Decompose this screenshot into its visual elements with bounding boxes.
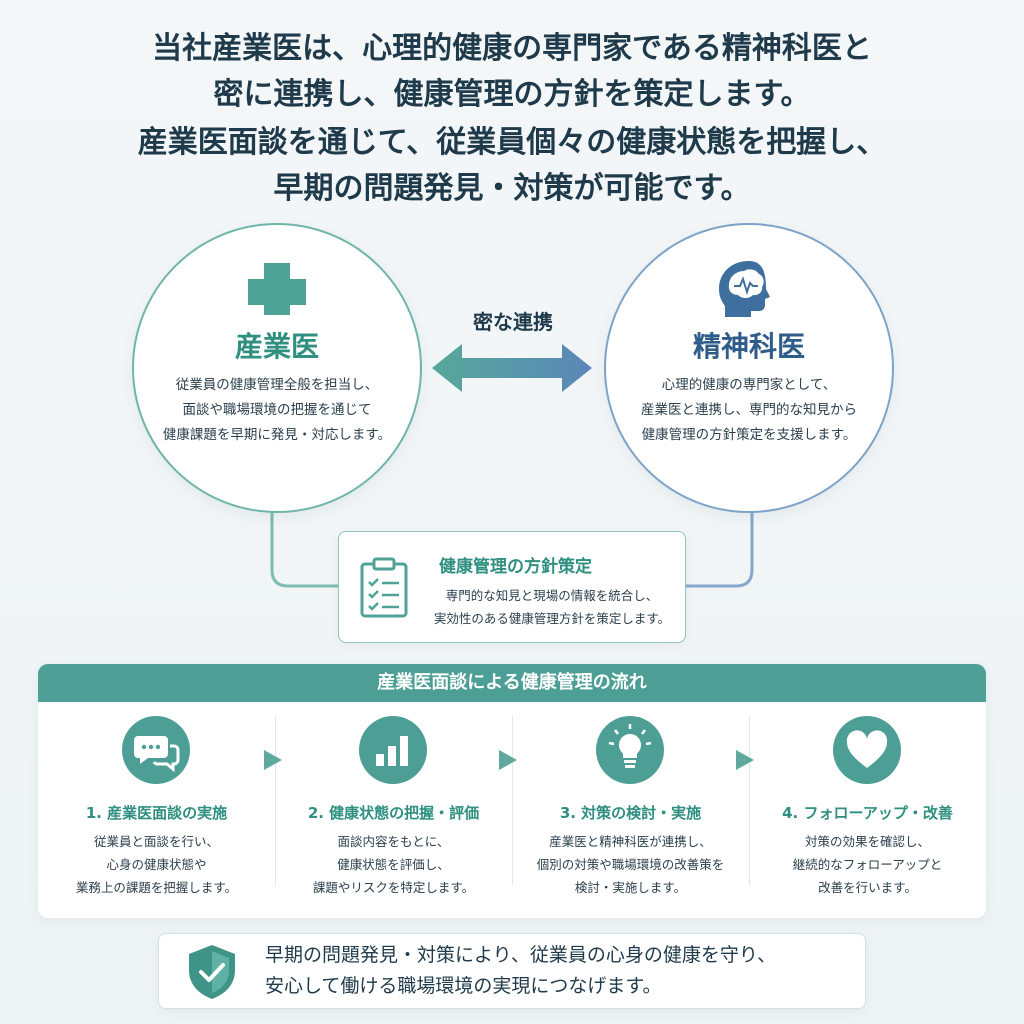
description-line: 実効性のある健康管理方針を策定します。 [433, 611, 671, 626]
step-divider [749, 716, 750, 886]
description-line: 課題やリスクを特定します。 [312, 880, 475, 895]
headline-line: 当社産業医は、心理的健康の専門家である精神科医と [152, 31, 872, 66]
psychiatrist-title: 精神科医 [692, 330, 805, 363]
step-divider [512, 716, 513, 886]
step-description: 対策の効果を確認し、 継続的なフォローアップと 改善を行います。 [749, 830, 986, 899]
description-line: 面談や職場環境の把握を通じて [182, 402, 372, 418]
industrial-doctor-title: 産業医 [234, 330, 319, 363]
description-line: 従業員の健康管理全般を担当し、 [175, 377, 379, 393]
step-description: 従業員と面談を行い、 心身の健康状態や 業務上の課題を把握します。 [38, 830, 275, 899]
flow-panel: 産業医面談による健康管理の流れ 1. 産業医面談の実施 従業員と面談を行い、 心… [38, 664, 986, 918]
flow-title: 産業医面談による健康管理の流れ [38, 664, 986, 702]
medical-cross-icon [134, 259, 420, 317]
headline-block-2: 産業医面談を通じて、従業員個々の健康状態を把握し、 早期の問題発見・対策が可能で… [0, 120, 1024, 212]
step-title: 4. フォローアップ・改善 [782, 804, 953, 822]
triangle-arrow-icon [499, 750, 517, 770]
policy-card: 健康管理の方針策定 専門的な知見と現場の情報を統合し、 実効性のある健康管理方針… [338, 531, 686, 643]
description-line: 継続的なフォローアップと [792, 857, 943, 872]
headline-line: 密に連携し、健康管理の方針を策定します。 [213, 77, 811, 112]
heart-icon [833, 716, 901, 784]
description-line: 業務上の課題を把握します。 [75, 880, 238, 895]
description-line: 検討・実施します。 [574, 880, 687, 895]
lightbulb-icon [596, 716, 664, 784]
description-line: 産業医と連携し、専門的な知見から [641, 402, 857, 418]
policy-description: 専門的な知見と現場の情報を統合し、 実効性のある健康管理方針を策定します。 [427, 584, 677, 630]
description-line: 心理的健康の専門家として、 [661, 377, 837, 393]
step-title: 2. 健康状態の把握・評価 [307, 804, 480, 822]
description-line: 健康状態を評価し、 [337, 857, 450, 872]
step-title: 3. 対策の検討・実施 [559, 804, 702, 822]
description-line: 専門的な知見と現場の情報を統合し、 [445, 588, 659, 603]
bar-chart-icon [359, 716, 427, 784]
description-line: 健康課題を早期に発見・対応します。 [162, 427, 392, 443]
description-line: 改善を行います。 [818, 880, 917, 895]
footer-line: 安心して働ける職場環境の実現につなげます。 [265, 975, 662, 997]
description-line: 産業医と精神科医が連携し、 [549, 834, 712, 849]
head-brain-icon [606, 259, 892, 317]
chat-bubbles-icon [122, 716, 190, 784]
link-label: 密な連携 [473, 310, 553, 334]
headline-line: 早期の問題発見・対策が可能です。 [273, 171, 751, 206]
footer-line: 早期の問題発見・対策により、従業員の心身の健康を守り、 [265, 944, 777, 966]
triangle-arrow-icon [264, 750, 282, 770]
description-line: 面談内容をもとに、 [337, 834, 450, 849]
headline-line: 産業医面談を通じて、従業員個々の健康状態を把握し、 [137, 125, 887, 160]
double-arrow-icon [432, 344, 592, 392]
description-line: 心身の健康状態や [106, 857, 207, 872]
shield-check-icon [185, 942, 239, 1006]
triangle-arrow-icon [736, 750, 754, 770]
footer-text: 早期の問題発見・対策により、従業員の心身の健康を守り、 安心して働ける職場環境の… [265, 940, 776, 1002]
step-divider [275, 716, 276, 886]
psychiatrist-description: 心理的健康の専門家として、 産業医と連携し、専門的な知見から 健康管理の方針策定… [616, 373, 882, 448]
footer-note: 早期の問題発見・対策により、従業員の心身の健康を守り、 安心して働ける職場環境の… [158, 933, 866, 1009]
flow-step-4: 4. フォローアップ・改善 対策の効果を確認し、 継続的なフォローアップと 改善… [749, 702, 986, 918]
psychiatrist-card: 精神科医 心理的健康の専門家として、 産業医と連携し、専門的な知見から 健康管理… [604, 223, 894, 513]
step-title: 1. 産業医面談の実施 [85, 804, 228, 822]
description-line: 対策の効果を確認し、 [804, 834, 930, 849]
flow-step-2: 2. 健康状態の把握・評価 面談内容をもとに、 健康状態を評価し、 課題やリスク… [275, 702, 512, 918]
headline-block-1: 当社産業医は、心理的健康の専門家である精神科医と 密に連携し、健康管理の方針を策… [0, 26, 1024, 118]
policy-title: 健康管理の方針策定 [439, 557, 592, 577]
description-line: 個別の対策や職場環境の改善策を [536, 857, 725, 872]
description-line: 健康管理の方針策定を支援します。 [641, 427, 857, 443]
industrial-doctor-card: 産業医 従業員の健康管理全般を担当し、 面談や職場環境の把握を通じて 健康課題を… [132, 223, 422, 513]
description-line: 従業員と面談を行い、 [93, 834, 219, 849]
step-description: 面談内容をもとに、 健康状態を評価し、 課題やリスクを特定します。 [275, 830, 512, 899]
flow-step-1: 1. 産業医面談の実施 従業員と面談を行い、 心身の健康状態や 業務上の課題を把… [38, 702, 275, 918]
step-description: 産業医と精神科医が連携し、 個別の対策や職場環境の改善策を 検討・実施します。 [512, 830, 749, 899]
flow-step-3: 3. 対策の検討・実施 産業医と精神科医が連携し、 個別の対策や職場環境の改善策… [512, 702, 749, 918]
clipboard-checklist-icon [359, 556, 409, 622]
industrial-doctor-description: 従業員の健康管理全般を担当し、 面談や職場環境の把握を通じて 健康課題を早期に発… [144, 373, 410, 448]
